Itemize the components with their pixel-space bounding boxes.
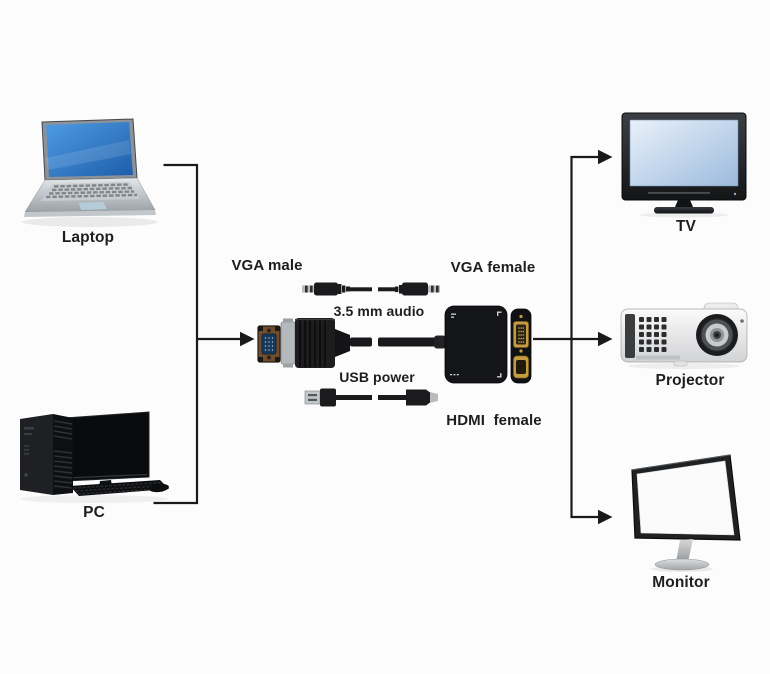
laptop-key-rows [45, 183, 138, 199]
laptop-shadow [22, 217, 158, 227]
tv-stand-base [654, 207, 714, 214]
vga-male-label: VGA male [231, 257, 303, 274]
pc-monitor-screen [64, 411, 150, 482]
pc-shadow [20, 495, 168, 503]
pc-tower-side [53, 414, 73, 495]
projector-side-panel [625, 314, 635, 358]
hdmi-female-port [513, 355, 529, 379]
monitor-illustration [624, 445, 754, 580]
vga-cable [350, 335, 446, 349]
monitor-stand-base [654, 558, 710, 571]
monitor-bezel-highlight [631, 454, 731, 471]
projector-vent-grid [639, 317, 667, 352]
pc-label: PC [83, 504, 105, 521]
converter-port-panel [510, 308, 532, 384]
vga-female-port [513, 321, 529, 348]
pc-tower-front-details [24, 427, 34, 477]
laptop-touchpad [79, 202, 107, 210]
audio-cable-label: 3.5 mm audio [333, 303, 425, 319]
vga-male-connector-front [257, 325, 281, 363]
arrowhead-to-vga-male [240, 331, 255, 347]
line-output-junction [570, 155, 599, 519]
monitor-stand-neck [676, 539, 693, 562]
pc-keyboard [70, 480, 169, 496]
projector-ir-dot [740, 319, 744, 323]
arrowhead-to-monitor [598, 509, 613, 525]
tv-power-led [733, 192, 737, 196]
tv-shadow [640, 212, 728, 218]
audio-cable-illustration [302, 282, 440, 296]
projector-label: Projector [655, 372, 725, 389]
projector-lens [696, 314, 738, 356]
laptop-screen-glare [46, 140, 131, 170]
tv-speaker-strip [648, 192, 710, 194]
vga-female-screw-top [519, 314, 523, 319]
converter-box [444, 305, 508, 384]
pc-mouse [149, 483, 169, 493]
line-laptop-pc-junction [153, 163, 199, 505]
monitor-screen [636, 460, 735, 536]
laptop-illustration [8, 98, 168, 238]
laptop-front-edge [24, 210, 156, 217]
pc-illustration [12, 405, 182, 505]
adapter-assembly [250, 275, 550, 415]
projector-illustration [616, 300, 754, 372]
usb-power-label: USB power [339, 369, 415, 385]
arrowhead-to-projector [598, 331, 613, 347]
tv-screen [629, 119, 739, 187]
vga-female-label: VGA female [450, 259, 536, 276]
tv-stand-neck [675, 200, 693, 207]
projector-bottom-strip [636, 355, 680, 360]
projector-foot [673, 360, 688, 367]
usb-cable-illustration [304, 388, 438, 407]
laptop-screen [46, 122, 133, 177]
vga-female-screw-bottom [519, 349, 523, 353]
tv-label: TV [675, 218, 697, 235]
pc-monitor-chin [66, 473, 148, 479]
tv-illustration [618, 108, 753, 220]
vga-male-connector-side [280, 318, 350, 368]
arrowhead-to-tv [598, 149, 613, 165]
laptop-label: Laptop [61, 229, 115, 246]
hdmi-female-label: HDMI female [446, 412, 542, 429]
pc-keyboard-keys [73, 481, 168, 495]
pc-tower-ribs [53, 420, 73, 489]
monitor-label: Monitor [652, 574, 710, 591]
